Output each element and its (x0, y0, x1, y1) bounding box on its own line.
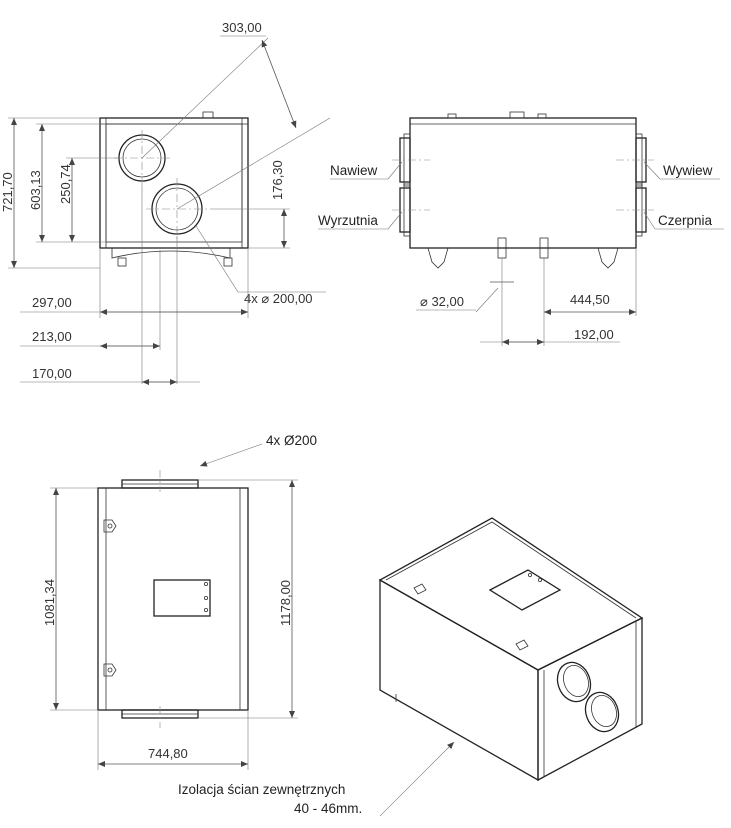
width-label: 744,80 (148, 746, 188, 761)
label-nawiew: Nawiew (330, 163, 378, 178)
dist-right-2-label: 192,00 (574, 327, 614, 342)
iso-spigot-lower (584, 691, 620, 733)
front-housing (99, 117, 249, 249)
iso-top-face (378, 517, 644, 671)
dist-right-label: 444,50 (570, 292, 610, 307)
side-housing (409, 117, 637, 249)
iso-front-face (379, 578, 539, 782)
iso-right-face (537, 616, 643, 782)
front-base (111, 248, 231, 259)
iso-control-panel (488, 569, 562, 611)
height-inner-label: 603,13 (28, 170, 43, 210)
horiz-dim-2-label: 213,00 (32, 329, 72, 344)
top-spigots-label: 4x Ø200 (266, 433, 317, 448)
diag-dim-label: 303,00 (222, 20, 262, 35)
insulation-note-line2: 40 - 46mm. (294, 801, 362, 816)
side-foot-left (427, 247, 449, 269)
length-inner-label: 1081,34 (42, 579, 57, 626)
horiz-dim-1-label: 297,00 (32, 295, 72, 310)
label-wywiew: Wywiew (663, 163, 713, 178)
insulation-note-line1: Izolacja ścian zewnętrznych (178, 782, 345, 797)
spigot-diameter-label: 4x ⌀ 200,00 (244, 291, 313, 306)
drain-diameter-label: ⌀ 32,00 (420, 294, 464, 309)
height-lower-spigot-label: 176,30 (270, 160, 285, 200)
horiz-dim-3-label: 170,00 (32, 366, 72, 381)
label-czerpnia: Czerpnia (658, 213, 713, 228)
iso-spigot-upper (556, 661, 592, 703)
front-view: 303,00 721,70 603,13 250,74 176,30 4x ⌀ … (0, 20, 331, 385)
length-total-label: 1178,00 (278, 580, 293, 626)
isometric-view: Izolacja ścian zewnętrznych 40 - 46mm. (178, 517, 644, 817)
control-panel (153, 579, 211, 617)
label-wyrzutnia: Wyrzutnia (318, 213, 378, 228)
side-view: Nawiew Wyrzutnia Wywiew Czerpnia ⌀ 32,00… (318, 111, 724, 346)
side-foot-right (597, 247, 619, 269)
diag-dimension-line (261, 39, 297, 129)
top-housing (97, 487, 249, 711)
top-view: 4x Ø200 1081,34 1178,00 744,80 (42, 433, 317, 770)
height-total-label: 721,70 (0, 172, 15, 212)
height-upper-spigot-label: 250,74 (58, 164, 73, 204)
